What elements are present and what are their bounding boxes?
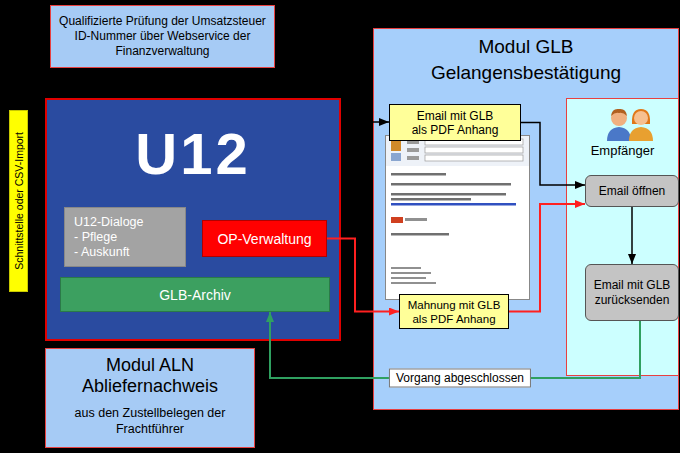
illustration-part — [632, 109, 650, 124]
illustration-part — [391, 203, 516, 206]
illustration-part — [629, 127, 653, 141]
illustration-part — [607, 127, 631, 141]
node-text: Empfänger — [567, 143, 678, 158]
illustration-part — [386, 136, 530, 300]
dialog-box: U12-Dialoge- Pflege- Auskunft — [64, 207, 186, 267]
document-box: Email mit GLB als PDF Anhang — [389, 104, 521, 141]
illustration-part — [391, 153, 401, 161]
illustration-part — [391, 193, 506, 196]
node-text: aus den Zustellbelegen der Frachtführer — [68, 405, 233, 437]
node-text: U12-Dialoge — [74, 215, 143, 230]
illustration-part — [391, 282, 436, 284]
node-text: Modul GLB Gelangensbestätigung — [406, 34, 646, 86]
connector-arrow — [509, 204, 585, 312]
node-text: Email mit GLB zurücksenden — [588, 278, 676, 308]
illustration-part — [386, 136, 529, 166]
illustration-part — [391, 272, 431, 274]
node-text: - Auskunft — [74, 245, 130, 260]
node-text: Mahnung mit GLB als PDF Anhang — [402, 298, 506, 326]
node-text: Email mit GLB als PDF Anhang — [408, 109, 503, 137]
illustration-part — [425, 155, 523, 161]
illustration-part — [391, 277, 426, 279]
process-box: OP-Verwaltung — [202, 220, 327, 257]
node-text: U12 — [47, 124, 339, 184]
illustration-part — [391, 183, 511, 186]
recipient-icons — [604, 104, 656, 142]
illustration-part — [391, 198, 471, 201]
archive-band: GLB-Archiv — [60, 277, 330, 312]
module-box: Modul ALN Abliefernachweis aus den Zustel… — [45, 348, 255, 448]
connector-arrow — [521, 123, 585, 186]
illustration-part — [425, 139, 523, 145]
process-box: Email mit GLB zurücksenden — [585, 264, 679, 321]
node-text: Email öffnen — [599, 184, 666, 198]
illustration-part — [634, 111, 648, 125]
vertical-band: Schnittstelle oder CSV-Import — [9, 110, 28, 292]
node-text: OP-Verwaltung — [217, 231, 311, 247]
illustration-part — [391, 233, 449, 236]
node-text: Schnittstelle oder CSV-Import — [13, 132, 25, 270]
document-box: Mahnung mit GLB als PDF Anhang — [399, 294, 509, 329]
illustration-part — [391, 141, 401, 151]
illustration-part — [405, 218, 427, 221]
illustration-part — [391, 173, 446, 176]
node-text: Modul ALN Abliefernachweis — [65, 355, 235, 397]
email-screenshot — [385, 135, 530, 300]
illustration-part — [391, 217, 403, 223]
illustration-part — [407, 156, 419, 160]
edge-label: Vorgang abgeschlossen — [389, 369, 531, 388]
node-text: Qualifizierte Prüfung der Umsatzsteuer I… — [57, 14, 268, 59]
system-box: U12U12-Dialoge- Pflege- Auskunft OP-Verwa… — [45, 98, 341, 341]
illustration-part — [407, 148, 419, 152]
illustration-part — [425, 147, 523, 153]
info-box: Qualifizierte Prüfung der Umsatzsteuer I… — [50, 5, 275, 68]
illustration-part — [391, 267, 421, 269]
connector-arrow — [327, 239, 399, 312]
node-text: - Pflege — [74, 230, 117, 245]
process-box: Email öffnen — [585, 175, 679, 207]
connector-arrow — [631, 207, 633, 264]
illustration-part — [611, 109, 627, 116]
node-text: GLB-Archiv — [159, 287, 231, 303]
illustration-part — [407, 140, 419, 144]
connector-arrow — [341, 121, 389, 123]
